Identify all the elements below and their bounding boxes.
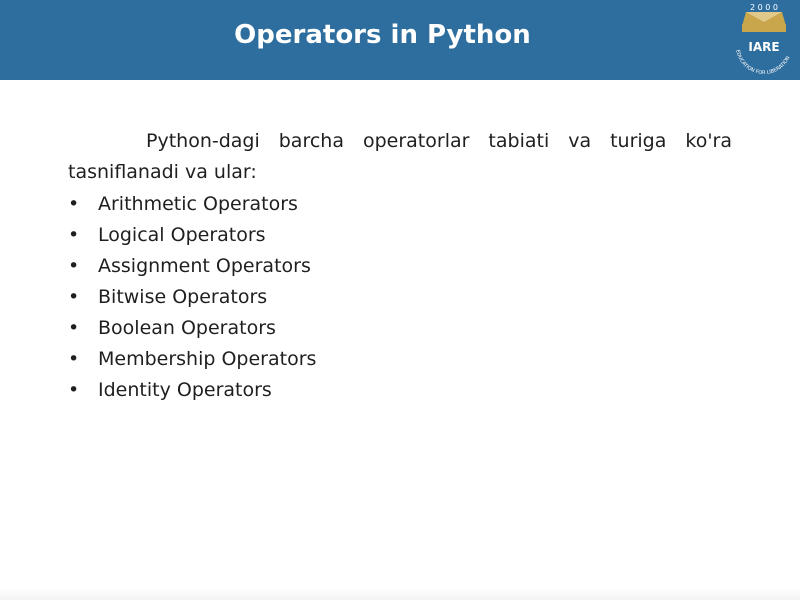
list-item-label: Logical Operators xyxy=(98,224,266,246)
list-item: • Arithmetic Operators xyxy=(68,189,732,220)
intro-text: Python-dagi barcha operatorlar tabiati v… xyxy=(68,130,732,183)
list-item-label: Membership Operators xyxy=(98,348,317,370)
list-item: • Bitwise Operators xyxy=(68,282,732,313)
bullet-icon: • xyxy=(68,224,80,246)
list-item: • Membership Operators xyxy=(68,344,732,375)
list-item-label: Assignment Operators xyxy=(98,255,311,277)
slide-title: Operators in Python xyxy=(234,20,531,50)
bullet-icon: • xyxy=(68,255,80,277)
bullet-icon: • xyxy=(68,379,80,401)
list-item: • Identity Operators xyxy=(68,375,732,406)
intro-paragraph: Python-dagi barcha operatorlar tabiati v… xyxy=(68,126,732,188)
bullet-icon: • xyxy=(68,317,80,339)
logo-year: 2 0 0 0 xyxy=(750,3,778,12)
slide-body: Python-dagi barcha operatorlar tabiati v… xyxy=(68,126,732,406)
list-item-label: Bitwise Operators xyxy=(98,286,268,308)
operator-list: • Arithmetic Operators • Logical Operators… xyxy=(68,189,732,406)
footer-divider xyxy=(0,588,800,600)
list-item-label: Boolean Operators xyxy=(98,317,276,339)
list-item: • Boolean Operators xyxy=(68,313,732,344)
bullet-icon: • xyxy=(68,348,80,370)
bullet-icon: • xyxy=(68,286,80,308)
logo-name: IARE xyxy=(748,40,779,54)
list-item: • Logical Operators xyxy=(68,220,732,251)
list-item: • Assignment Operators xyxy=(68,251,732,282)
list-item-label: Identity Operators xyxy=(98,379,272,401)
slide-header: Operators in Python 2 0 0 0 IARE EDUCATI… xyxy=(0,0,800,80)
iare-logo: 2 0 0 0 IARE EDUCATION FOR LIBERATION xyxy=(734,3,791,76)
bullet-icon: • xyxy=(68,193,80,215)
list-item-label: Arithmetic Operators xyxy=(98,193,298,215)
